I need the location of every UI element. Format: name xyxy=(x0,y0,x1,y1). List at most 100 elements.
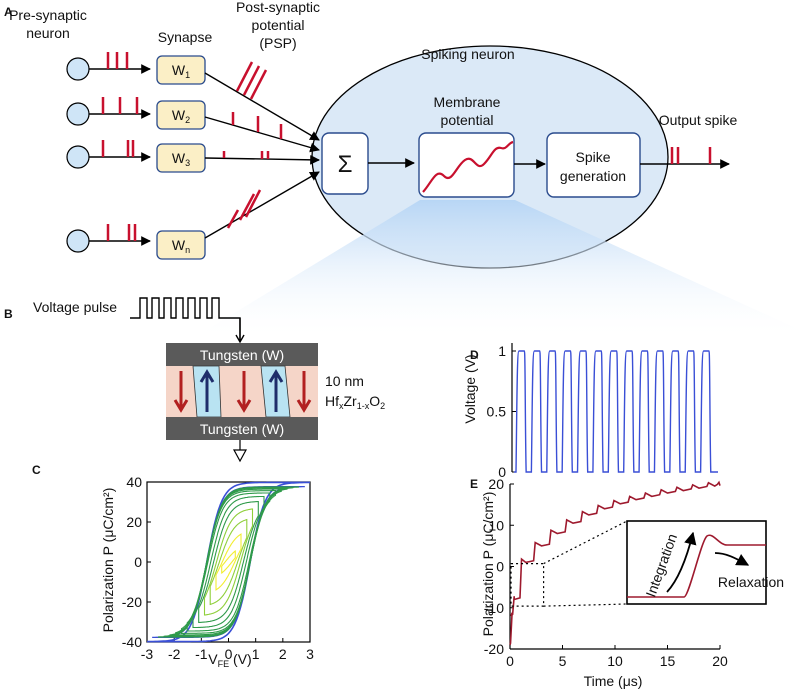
c-hysteresis-loop xyxy=(198,501,259,623)
top-electrode xyxy=(166,343,318,366)
weight-box xyxy=(156,100,206,130)
c-hysteresis-loop xyxy=(221,550,236,574)
pre-neuron xyxy=(66,57,90,81)
e-relaxation-label: Relaxation xyxy=(718,574,784,590)
zoom-cone xyxy=(190,200,800,340)
pre-synaptic-label: Pre-synaptic xyxy=(9,7,87,23)
weight-subscript: 3 xyxy=(185,158,190,168)
psp-label-3: (PSP) xyxy=(259,35,296,51)
thickness-label: 10 nm xyxy=(325,373,364,389)
c-xlabel: VFE (V) xyxy=(208,651,251,669)
svg-text:W3: W3 xyxy=(172,150,190,168)
c-hysteresis-loop xyxy=(186,492,271,632)
membrane-trace xyxy=(422,140,514,193)
e-ytick-label: -10 xyxy=(484,600,504,616)
synapse-row-1: W1 xyxy=(66,52,320,141)
pre-neuron xyxy=(66,229,90,253)
c-hysteresis-loop xyxy=(203,508,254,616)
panel-a: A Pre-synaptic neuron Synapse Post-synap… xyxy=(4,0,800,340)
d-ylabel: Voltage (V) xyxy=(462,354,478,423)
svg-text:Wn: Wn xyxy=(172,237,190,255)
synapse-row-n: Wn xyxy=(66,171,320,260)
e-xtick-label: 0 xyxy=(506,653,514,669)
weight-label: W xyxy=(172,237,186,253)
pre-neuron xyxy=(66,145,90,169)
voltage-pulse-train xyxy=(130,297,241,339)
top-electrode-label: Tungsten (W) xyxy=(200,347,284,363)
synapse-label: Synapse xyxy=(158,29,213,45)
output-spikes xyxy=(670,147,712,164)
e-ytick-label: 10 xyxy=(488,517,504,533)
svg-text:W2: W2 xyxy=(172,107,190,125)
c-hysteresis-loop xyxy=(215,533,242,591)
e-xtick-label: 5 xyxy=(559,653,567,669)
c-axes-frame xyxy=(146,481,311,643)
spiking-neuron-label: Spiking neuron xyxy=(421,46,514,62)
weight-subscript: n xyxy=(185,245,190,255)
output-spike-label: Output spike xyxy=(659,112,738,128)
bottom-electrode-label: Tungsten (W) xyxy=(200,421,284,437)
spike-generation-label: Spike xyxy=(575,149,610,165)
c-hysteresis-loop xyxy=(163,486,294,638)
c-ytick-label: -20 xyxy=(122,594,142,610)
c-hysteresis-loop xyxy=(175,488,282,636)
c-hysteresis-loop xyxy=(157,486,300,638)
weight-label: W xyxy=(172,150,186,166)
ground-symbol xyxy=(232,449,248,463)
weight-box xyxy=(156,55,206,85)
svg-text:W1: W1 xyxy=(172,62,190,80)
bottom-electrode xyxy=(166,417,318,440)
e-zoom-line xyxy=(543,603,628,607)
e-ytick-label: 20 xyxy=(488,476,504,492)
panel-e-letter: E xyxy=(470,477,478,491)
d-ytick-label: 0 xyxy=(498,464,506,480)
psp-label-2: potential xyxy=(252,17,305,33)
e-xlabel: Time (μs) xyxy=(584,673,643,689)
c-xtick-label: -3 xyxy=(141,646,154,662)
membrane-potential-box xyxy=(418,132,515,198)
c-ytick-label: -40 xyxy=(122,634,142,650)
panel-a-letter: A xyxy=(4,5,13,19)
panel-d: D 00.51 Voltage (V) xyxy=(462,343,718,480)
c-xtick-label: 3 xyxy=(306,646,314,662)
c-hysteresis-loop xyxy=(180,490,277,634)
e-ytick-label: 0 xyxy=(496,559,504,575)
c-ytick-label: 20 xyxy=(126,514,142,530)
c-xtick-label: 0 xyxy=(225,646,233,662)
c-ylabel: Polarization P (μC/cm²) xyxy=(100,488,116,633)
spike-generation-label-2: generation xyxy=(560,168,626,184)
synapse-row-2: W2 xyxy=(66,97,320,153)
weight-subscript: 2 xyxy=(185,115,190,125)
c-hysteresis-loop xyxy=(192,495,265,629)
c-xtick-label: -1 xyxy=(195,646,208,662)
sum-symbol: Σ xyxy=(338,151,353,178)
spike-generation-box xyxy=(546,132,641,198)
c-xtick-label: 2 xyxy=(279,646,287,662)
weight-subscript: 1 xyxy=(185,70,190,80)
weight-label: W xyxy=(172,62,186,78)
e-xtick-label: 10 xyxy=(607,653,623,669)
membrane-label: Membrane xyxy=(434,94,501,110)
c-ytick-label: 0 xyxy=(134,554,142,570)
e-relaxation-arrow xyxy=(714,552,750,566)
panel-d-letter: D xyxy=(470,348,479,362)
c-hysteresis-loop xyxy=(146,481,311,643)
d-ytick-label: 1 xyxy=(498,343,506,359)
d-voltage-trace xyxy=(514,350,718,473)
psp-label: Post-synaptic xyxy=(236,0,320,15)
e-xtick-label: 15 xyxy=(660,653,676,669)
membrane-label-2: potential xyxy=(441,112,494,128)
c-xtick-label: 1 xyxy=(252,646,260,662)
e-polarization-trace xyxy=(509,480,721,646)
voltage-plot: 00.51 xyxy=(487,343,718,480)
c-hysteresis-loop xyxy=(209,518,248,606)
weight-box xyxy=(156,230,206,260)
c-hysteresis-loop xyxy=(169,487,288,637)
voltage-pulse-label: Voltage pulse xyxy=(33,299,117,315)
e-ytick-label: -20 xyxy=(484,641,504,657)
polarization-arrows xyxy=(173,369,312,413)
